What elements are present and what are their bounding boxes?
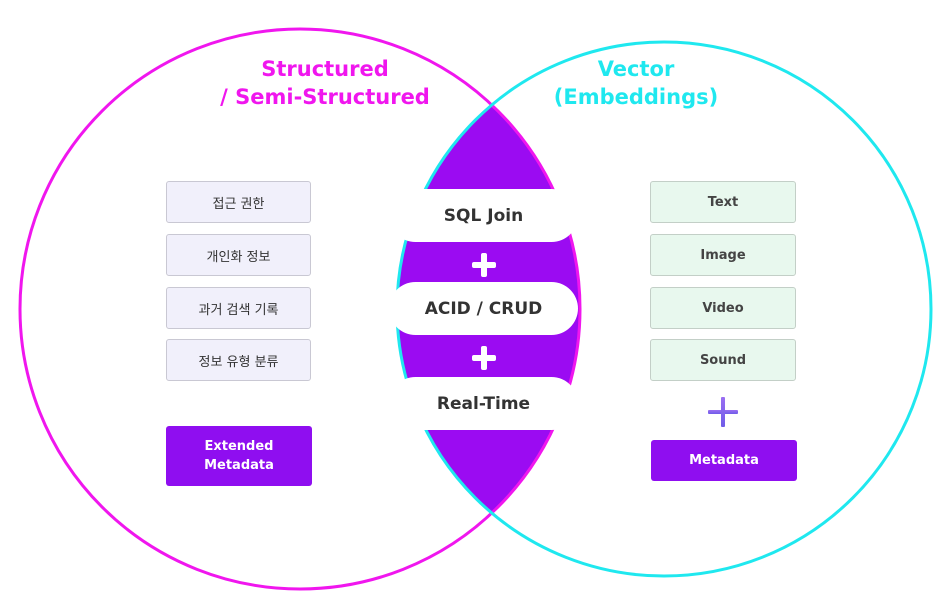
right-item-image: Image: [650, 234, 796, 276]
right-item-text: Text: [650, 181, 796, 223]
right-item-sound: Sound: [650, 339, 796, 381]
right-item-video: Video: [650, 287, 796, 329]
left-title: Structured / Semi-Structured: [195, 55, 455, 111]
plus-icon: [708, 397, 738, 427]
center-item-real-time: Real-Time: [389, 377, 578, 430]
left-item-info-type: 정보 유형 분류: [166, 339, 311, 381]
metadata-box: Metadata: [651, 440, 797, 481]
right-title: Vector (Embeddings): [531, 55, 741, 111]
left-item-personal-info: 개인화 정보: [166, 234, 311, 276]
left-circle: [18, 27, 582, 591]
extended-metadata-line2: Metadata: [204, 458, 274, 473]
extended-metadata-line1: Extended: [204, 439, 274, 454]
left-item-access-rights: 접근 권한: [166, 181, 311, 223]
extended-metadata-box: Extended Metadata: [166, 426, 312, 486]
right-title-line1: Vector: [597, 57, 675, 81]
plus-icon: [472, 346, 496, 370]
intersection-lens: [397, 42, 580, 576]
right-title-line2: (Embeddings): [553, 85, 719, 109]
left-item-search-history: 과거 검색 기록: [166, 287, 311, 329]
left-title-line1: Structured: [261, 57, 389, 81]
plus-icon: [472, 253, 496, 277]
left-title-line2: / Semi-Structured: [220, 85, 430, 109]
center-item-sql-join: SQL Join: [389, 189, 578, 242]
center-item-acid-crud: ACID / CRUD: [389, 282, 578, 335]
